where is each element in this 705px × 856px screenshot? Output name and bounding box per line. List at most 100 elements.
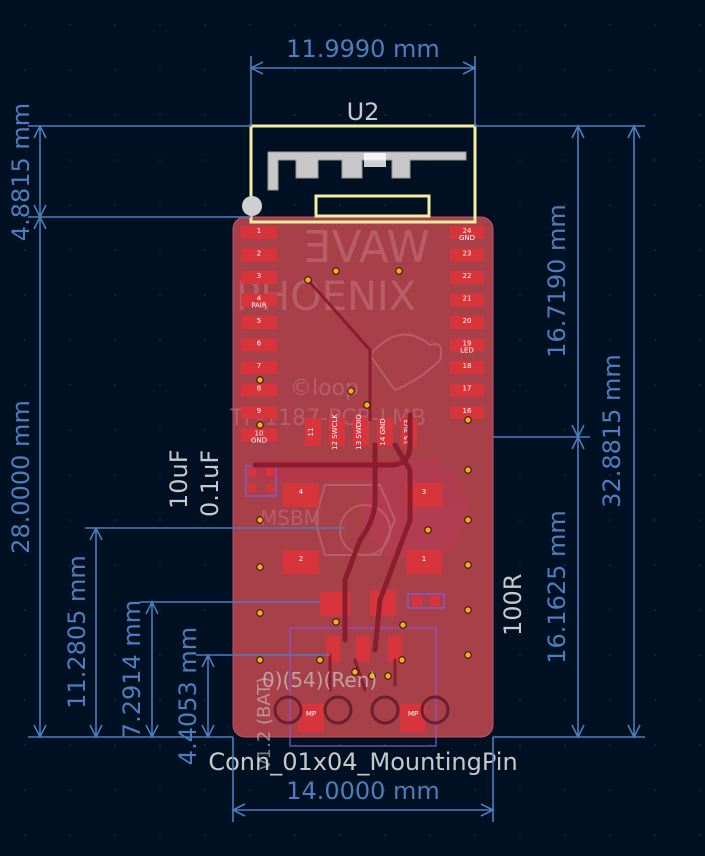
cap-pad-d — [266, 484, 274, 492]
grid-dot — [114, 564, 116, 566]
via-2 — [363, 401, 371, 409]
grid-dot — [699, 519, 701, 521]
bottom-pad-11-label: 11 — [307, 428, 315, 437]
via-7 — [256, 421, 264, 429]
grid-dot — [69, 69, 71, 71]
res-footprint — [407, 593, 445, 609]
grid-dot — [429, 114, 431, 116]
right-pad-21 — [450, 293, 484, 307]
grid-dot — [159, 249, 161, 251]
grid-dot — [564, 609, 566, 611]
grid-dot — [384, 69, 386, 71]
grid-dot — [114, 339, 116, 341]
trace-4 — [306, 278, 372, 422]
grid-dot — [519, 339, 521, 341]
grid-dot — [24, 834, 26, 836]
grid-dot — [159, 789, 161, 791]
grid-dot — [654, 474, 656, 476]
vias — [256, 267, 472, 680]
grid-dot — [564, 744, 566, 746]
silk-hex — [313, 484, 397, 556]
grid-dot — [519, 294, 521, 296]
grid-dot — [699, 159, 701, 161]
grid-dot — [114, 114, 116, 116]
grid-dot — [24, 24, 26, 26]
left-pad-7 — [241, 361, 277, 374]
grid-dot — [204, 159, 206, 161]
grid-dot — [69, 564, 71, 566]
via-0 — [304, 276, 312, 284]
dim-right-b: 16.1625 mm — [543, 510, 571, 664]
grid-dot — [114, 744, 116, 746]
grid-dot — [429, 789, 431, 791]
right-pad-19 — [450, 338, 484, 352]
grid-dot — [294, 69, 296, 71]
res-pad-a — [412, 596, 422, 606]
grid-dot — [609, 564, 611, 566]
grid-dot — [114, 699, 116, 701]
grid-dot — [204, 114, 206, 116]
grid-dot — [69, 789, 71, 791]
grid-dot — [159, 519, 161, 521]
grid-dot — [609, 429, 611, 431]
right-pad-17 — [450, 383, 484, 397]
right-pad-18 — [450, 361, 484, 374]
u2-label: U2 — [347, 98, 380, 126]
grid-dot — [114, 69, 116, 71]
bottom-pad-12-label: 12 SWCLK — [331, 414, 339, 450]
grid-dot — [24, 159, 26, 161]
hole-2 — [323, 695, 353, 725]
right-pad-19-label: LED — [460, 347, 474, 355]
right-pad-18-label: 18 — [463, 362, 472, 370]
grid-dot — [24, 474, 26, 476]
grid-dot — [159, 564, 161, 566]
big-pad-4-num: 4 — [299, 488, 304, 496]
grid-dot — [654, 294, 656, 296]
grid-dot — [114, 519, 116, 521]
grid-dot — [384, 834, 386, 836]
mp-pad-left-label: MP — [306, 710, 316, 718]
grid-dot — [699, 474, 701, 476]
grid-dot — [654, 789, 656, 791]
big-pad-3-num: 3 — [422, 488, 426, 496]
u2-pad-outline — [314, 194, 431, 218]
grid-dot — [249, 24, 251, 26]
grid-dot — [654, 654, 656, 656]
via-22 — [351, 668, 359, 676]
traces — [252, 278, 413, 692]
grid-dot — [654, 339, 656, 341]
grid-dot — [249, 834, 251, 836]
grid-dot — [159, 114, 161, 116]
left-pad-6-label: 6 — [257, 340, 262, 348]
hole-4 — [420, 695, 450, 725]
via-10 — [464, 516, 472, 524]
via-18 — [332, 618, 340, 626]
left-pad-1 — [241, 226, 277, 239]
grid-dot — [699, 609, 701, 611]
module-u2 — [242, 124, 477, 224]
grid-dot — [519, 699, 521, 701]
grid-dot — [609, 24, 611, 26]
bottom-pad-13 — [353, 418, 369, 446]
grid-dot — [519, 429, 521, 431]
via-24 — [398, 656, 406, 664]
grid-dot — [519, 24, 521, 26]
grid-dot — [654, 744, 656, 746]
big-pad-4 — [283, 483, 319, 507]
grid-dot — [294, 204, 296, 206]
grid-dot — [204, 699, 206, 701]
grid-dot — [204, 609, 206, 611]
grid-dot — [654, 564, 656, 566]
grid-dot — [339, 204, 341, 206]
grid-dot — [609, 339, 611, 341]
grid-dot — [609, 519, 611, 521]
right-pad-24-label: 24 — [463, 227, 472, 235]
via-23 — [316, 656, 324, 664]
grid-dot — [204, 429, 206, 431]
grid-dot — [204, 474, 206, 476]
left-pad-2 — [241, 248, 277, 262]
grid-dot — [699, 744, 701, 746]
